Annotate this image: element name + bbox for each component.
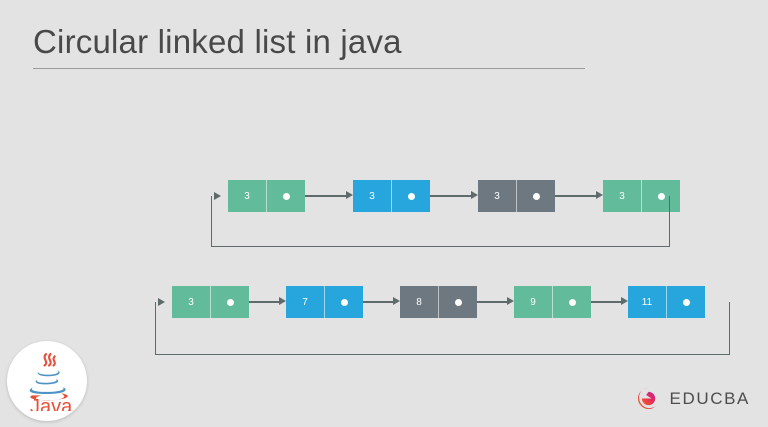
pointer-dot-icon — [282, 192, 290, 200]
arrow-head-icon — [621, 297, 628, 305]
node-value: 7 — [302, 296, 308, 308]
pointer-dot-icon — [657, 192, 665, 200]
list-node: 9 — [514, 286, 591, 318]
list-node: 3 — [353, 180, 430, 212]
circular-list-row-2: 3 7 8 9 — [172, 286, 705, 318]
arrow-head-icon — [596, 191, 603, 199]
loopback-arrow-head-icon — [158, 297, 165, 306]
pointer-dot-icon — [226, 298, 234, 306]
svg-text:Java: Java — [30, 396, 73, 411]
arrow-head-icon — [279, 297, 286, 305]
arrow-head-icon — [507, 297, 514, 305]
circular-loopback-path-row-2 — [155, 302, 730, 355]
node-connector-arrow — [430, 180, 478, 212]
pointer-dot-icon — [568, 298, 576, 306]
list-node: 3 — [172, 286, 249, 318]
loopback-arrow-head-icon — [214, 191, 221, 200]
node-value: 9 — [530, 296, 536, 308]
node-value: 3 — [619, 190, 625, 202]
list-node: 3 — [228, 180, 305, 212]
list-node: 8 — [400, 286, 477, 318]
node-value: 8 — [416, 296, 422, 308]
node-connector-arrow — [249, 286, 286, 318]
pointer-dot-icon — [407, 192, 415, 200]
page-title: Circular linked list in java — [33, 23, 402, 60]
node-value: 3 — [494, 190, 500, 202]
educba-mark-icon — [637, 387, 656, 410]
pointer-dot-icon — [340, 298, 348, 306]
title-divider — [33, 68, 585, 69]
node-pointer-cell — [552, 286, 591, 318]
circular-list-row-1: 3 3 3 3 — [228, 180, 680, 212]
pointer-dot-icon — [682, 298, 690, 306]
circular-loopback-path-row-1 — [211, 196, 670, 247]
node-pointer-cell — [324, 286, 363, 318]
arrow-head-icon — [346, 191, 353, 199]
node-value: 3 — [188, 296, 194, 308]
node-value: 11 — [641, 296, 653, 308]
node-connector-arrow — [305, 180, 353, 212]
node-pointer-cell — [391, 180, 430, 212]
page-title-block: Circular linked list in java — [33, 22, 593, 69]
pointer-dot-icon — [532, 192, 540, 200]
java-logo-badge: Java — [7, 341, 87, 421]
node-pointer-cell — [266, 180, 305, 212]
pointer-dot-icon — [454, 298, 462, 306]
node-connector-arrow — [477, 286, 514, 318]
list-node: 3 — [603, 180, 680, 212]
node-value: 3 — [369, 190, 375, 202]
node-connector-arrow — [363, 286, 400, 318]
list-node: 3 — [478, 180, 555, 212]
node-pointer-cell — [641, 180, 680, 212]
list-node: 11 — [628, 286, 705, 318]
educba-logo: EDUCBA — [636, 386, 750, 411]
arrow-head-icon — [471, 191, 478, 199]
node-pointer-cell — [666, 286, 705, 318]
node-connector-arrow — [591, 286, 628, 318]
educba-wordmark: EDUCBA — [669, 388, 750, 408]
list-node: 7 — [286, 286, 363, 318]
node-pointer-cell — [516, 180, 555, 212]
node-pointer-cell — [210, 286, 249, 318]
node-pointer-cell — [438, 286, 477, 318]
node-value: 3 — [244, 190, 250, 202]
node-connector-arrow — [555, 180, 603, 212]
arrow-head-icon — [393, 297, 400, 305]
java-logo-icon: Java — [29, 352, 73, 411]
